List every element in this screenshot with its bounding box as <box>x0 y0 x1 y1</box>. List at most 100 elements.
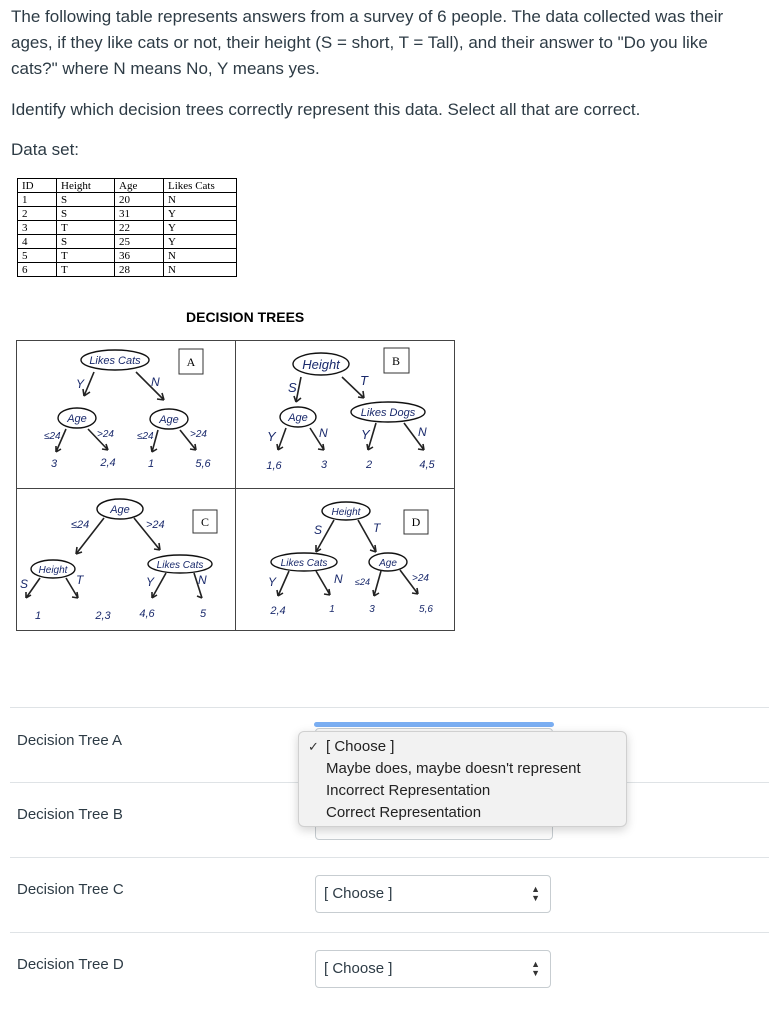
cell-likes-cats: Y <box>163 206 237 221</box>
dropdown-option-correct[interactable]: Correct Representation <box>326 804 482 821</box>
cell-likes-cats: N <box>163 192 237 207</box>
tree-c-leaf-2: 2,3 <box>94 610 111 622</box>
tree-a-leaf-4: 5,6 <box>195 458 211 470</box>
tree-b-rl-edge: Y <box>361 427 371 442</box>
tree-c-rr-edge: N <box>198 573 207 587</box>
tree-a-rr-arrow <box>179 429 197 451</box>
tree-c-right-node <box>147 554 213 574</box>
tree-d: D Height S T Likes Cats Age Y N ≤24 >24 … <box>268 501 433 617</box>
tree-d-rl-edge: ≤24 <box>355 577 370 587</box>
tree-b-rr-arrow <box>403 422 425 451</box>
check-icon: ✓ <box>308 739 319 754</box>
cell-height: S <box>56 234 115 249</box>
tree-d-root-node <box>321 501 371 521</box>
tree-d-rr-arrow <box>399 569 419 595</box>
tree-b-box <box>383 347 410 374</box>
question-instruction: Identify which decision trees correctly … <box>11 100 641 119</box>
tree-d-right-edge: T <box>373 521 382 535</box>
dataset-label: Data set: <box>11 140 80 159</box>
tree-a-right-node <box>149 408 189 430</box>
tree-b-root-label: Height <box>302 357 341 372</box>
tree-b-left-node-label: Age <box>287 412 308 424</box>
tree-c-root-node <box>96 498 144 520</box>
select-tree-c[interactable]: [ Choose ] ▲▼ <box>315 875 551 913</box>
tree-a-lr-arrow <box>87 428 109 451</box>
tree-d-right-arrow <box>357 519 377 553</box>
tree-d-left-node <box>270 552 338 572</box>
cell-id: 2 <box>17 206 57 221</box>
tree-b-right-arrow <box>341 376 365 399</box>
tree-c: C Age ≤24 >24 Height Likes Cats S T Y N … <box>20 498 218 622</box>
tree-b-box-label: B <box>392 354 400 368</box>
table-row: 3 T 22 Y <box>17 220 237 235</box>
tree-d-leaf-2: 1 <box>329 604 335 615</box>
decision-trees-figure: A Likes Cats Y N Age Age ≤24 >24 ≤24 >24… <box>16 340 455 631</box>
cell-age: 20 <box>114 192 164 207</box>
tree-d-leaf-4: 5,6 <box>419 604 433 615</box>
row-divider <box>10 932 769 933</box>
tree-c-left-arrow <box>75 517 105 555</box>
table-row: 5 T 36 N <box>17 248 237 263</box>
dataset-table: ID Height Age Likes Cats 1 S 20 N 2 S 31… <box>17 178 237 277</box>
cell-likes-cats: N <box>163 262 237 277</box>
select-tree-d[interactable]: [ Choose ] ▲▼ <box>315 950 551 988</box>
cell-age: 22 <box>114 220 164 235</box>
tree-a-leaf-2: 2,4 <box>99 457 115 469</box>
tree-d-left-edge: S <box>314 523 322 537</box>
tree-a-rl-arrow <box>150 429 159 453</box>
tree-c-left-node <box>30 559 76 579</box>
tree-d-box <box>403 509 429 535</box>
tree-c-left-node-label: Height <box>39 565 69 576</box>
tree-d-right-node <box>368 552 408 572</box>
answer-label-tree-d: Decision Tree D <box>17 956 124 973</box>
tree-c-right-edge: >24 <box>146 519 165 531</box>
cell-likes-cats: Y <box>163 220 237 235</box>
dropdown-option-maybe[interactable]: Maybe does, maybe doesn't represent <box>326 760 581 777</box>
table-header-row: ID Height Age Likes Cats <box>17 178 237 193</box>
cell-height: T <box>56 220 115 235</box>
tree-c-ll-arrow <box>25 577 41 599</box>
tree-d-right-node-label: Age <box>378 558 397 569</box>
select-arrows-icon: ▲▼ <box>531 884 540 903</box>
answer-label-tree-c: Decision Tree C <box>17 881 124 898</box>
select-tree-a-dropdown[interactable]: ✓ [ Choose ] Maybe does, maybe doesn't r… <box>298 731 627 827</box>
tree-b-left-edge: S <box>288 380 297 395</box>
tree-b-right-node <box>350 401 426 423</box>
tree-d-rl-arrow <box>372 570 382 597</box>
tree-c-leaf-3: 4,6 <box>139 608 155 620</box>
cell-age: 31 <box>114 206 164 221</box>
cell-id: 3 <box>17 220 57 235</box>
tree-c-leaf-4: 5 <box>200 608 207 620</box>
cell-likes-cats: N <box>163 248 237 263</box>
dropdown-option-choose[interactable]: [ Choose ] <box>326 738 395 755</box>
tree-d-box-label: D <box>412 515 421 529</box>
tree-a-rl-edge: ≤24 <box>137 431 154 442</box>
cell-id: 1 <box>17 192 57 207</box>
tree-c-rl-arrow <box>151 572 167 599</box>
tree-c-box <box>192 509 218 534</box>
tree-d-ll-edge: Y <box>268 575 277 589</box>
tree-b-lr-arrow <box>309 427 325 451</box>
tree-a-box <box>178 348 204 375</box>
tree-a: A Likes Cats Y N Age Age ≤24 >24 ≤24 >24… <box>44 348 212 470</box>
tree-d-left-arrow <box>315 519 335 553</box>
tree-a-box-label: A <box>187 355 196 369</box>
tree-b-leaf-2: 3 <box>321 459 328 471</box>
answer-label-tree-b: Decision Tree B <box>17 806 123 823</box>
tree-b-leaf-4: 4,5 <box>419 459 435 471</box>
select-tree-d-value: [ Choose ] <box>324 960 393 977</box>
tree-b-leaf-3: 2 <box>365 459 372 471</box>
tree-d-rr-edge: >24 <box>412 573 429 584</box>
table-row: 2 S 31 Y <box>17 206 237 221</box>
tree-a-left-node-label: Age <box>66 413 87 425</box>
cell-height: T <box>56 262 115 277</box>
cell-height: S <box>56 206 115 221</box>
answer-label-tree-a: Decision Tree A <box>17 732 123 749</box>
cell-age: 25 <box>114 234 164 249</box>
dropdown-option-incorrect[interactable]: Incorrect Representation <box>326 782 491 799</box>
tree-c-right-node-label: Likes Cats <box>157 560 204 571</box>
tree-d-ll-arrow <box>276 570 290 597</box>
cell-age: 36 <box>114 248 164 263</box>
tree-b: B Height S T Age Likes Dogs Y N Y N 1,6 … <box>266 347 436 472</box>
tree-b-root-node <box>292 352 350 376</box>
